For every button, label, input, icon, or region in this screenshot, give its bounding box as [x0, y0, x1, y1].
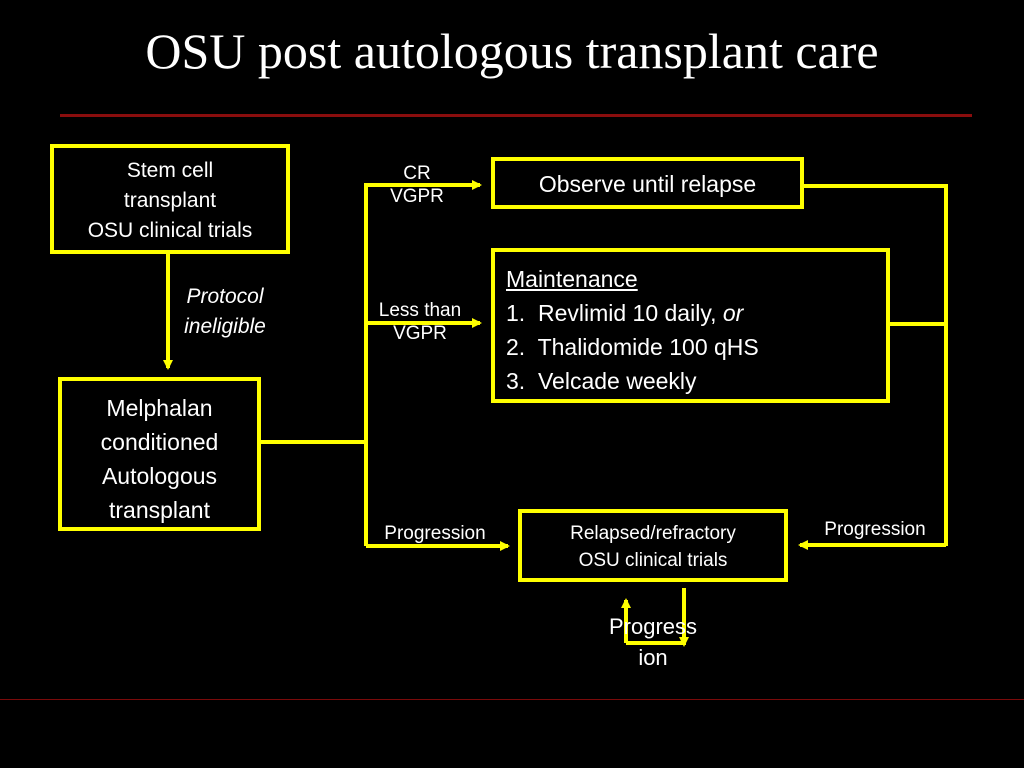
maintenance-item-1: 1. Revlimid 10 daily, or — [506, 300, 744, 326]
relapsed-line-2: OSU clinical trials — [578, 550, 728, 571]
melphalan-box: Melphalan conditioned Autologous transpl… — [58, 377, 261, 531]
vgpr-label: VGPR — [390, 186, 444, 207]
maintenance-box: Maintenance 1. Revlimid 10 daily, or 2. … — [491, 248, 890, 403]
progression-loop-label: Progress ion — [596, 611, 710, 673]
stem-cell-box: Stem cell transplant OSU clinical trials — [50, 144, 290, 254]
maintenance-list: 1. Revlimid 10 daily, or 2. Thalidomide … — [506, 296, 886, 398]
observe-label: Observe until relapse — [538, 171, 757, 197]
cr-label: CR — [403, 163, 431, 184]
less-than-vgpr-label: Less than VGPR — [366, 299, 474, 345]
melphalan-line-4: transplant — [108, 497, 210, 523]
protocol-ineligible-label: Protocol ineligible — [160, 282, 290, 342]
stem-cell-line-3: OSU clinical trials — [87, 219, 253, 242]
title-divider — [60, 114, 972, 117]
cr-vgpr-label: CR VGPR — [372, 162, 462, 208]
maintenance-item-2: 2. Thalidomide 100 qHS — [506, 334, 759, 360]
footer-divider — [0, 699, 1024, 700]
progression-left-label: Progression — [384, 523, 486, 544]
stem-cell-line-2: transplant — [123, 189, 217, 212]
relapsed-line-1: Relapsed/refractory — [570, 523, 736, 544]
melphalan-line-3: Autologous — [101, 463, 218, 489]
less-than-label: Less than — [378, 300, 462, 321]
observe-box: Observe until relapse — [491, 157, 804, 209]
melphalan-line-1: Melphalan — [106, 395, 213, 421]
progression-right-label: Progression — [824, 519, 926, 540]
progression-loop-line-1: Progress — [608, 614, 698, 639]
protocol-label-line-1: Protocol — [186, 285, 264, 308]
less-than-vgpr-line-2: VGPR — [393, 323, 447, 344]
progression-loop-line-2: ion — [638, 645, 668, 670]
maintenance-item-3: 3. Velcade weekly — [506, 368, 697, 394]
melphalan-line-2: conditioned — [100, 429, 219, 455]
page-title: OSU post autologous transplant care — [145, 23, 879, 79]
stem-cell-line-1: Stem cell — [126, 159, 214, 182]
relapsed-box: Relapsed/refractory OSU clinical trials — [518, 509, 788, 582]
maintenance-heading: Maintenance — [506, 266, 638, 292]
protocol-label-line-2: ineligible — [184, 315, 266, 338]
